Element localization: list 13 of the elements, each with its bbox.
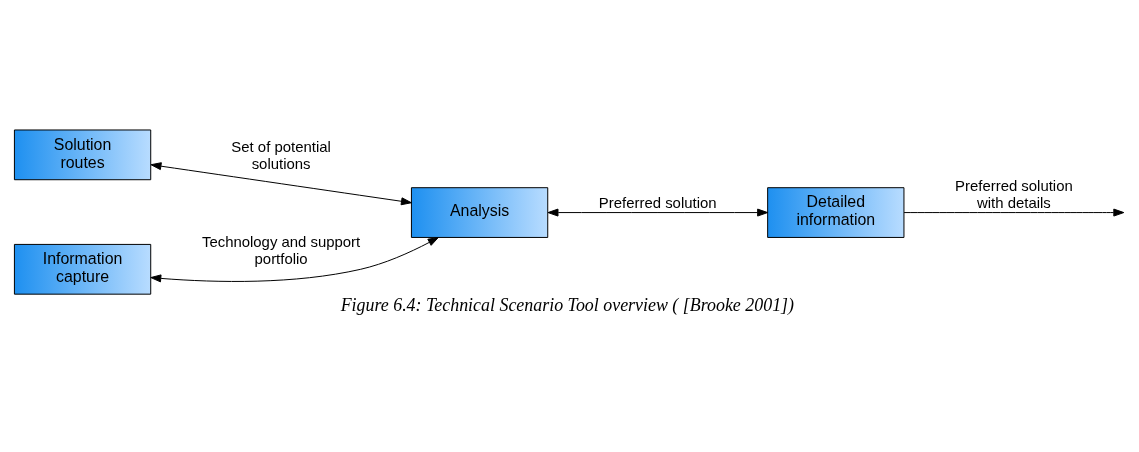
node-box: Analysis xyxy=(410,187,549,238)
arrow xyxy=(547,208,769,217)
arrow xyxy=(903,208,1125,217)
node-box: Detailed information xyxy=(767,187,905,238)
edge-label: Technology and support portfolio xyxy=(201,233,361,268)
edge-label: Set of potential solutions xyxy=(231,137,331,172)
node-box: Information capture xyxy=(13,243,152,295)
caption: Figure 6.4: Technical Scenario Tool overview ( [Brooke 2001]) xyxy=(340,295,795,316)
arrow xyxy=(150,237,439,283)
arrow xyxy=(150,162,412,206)
node-box: Solution routes xyxy=(13,129,152,181)
edge-label: Preferred solution with details xyxy=(955,176,1073,211)
edge-label: Preferred solution xyxy=(598,193,717,211)
